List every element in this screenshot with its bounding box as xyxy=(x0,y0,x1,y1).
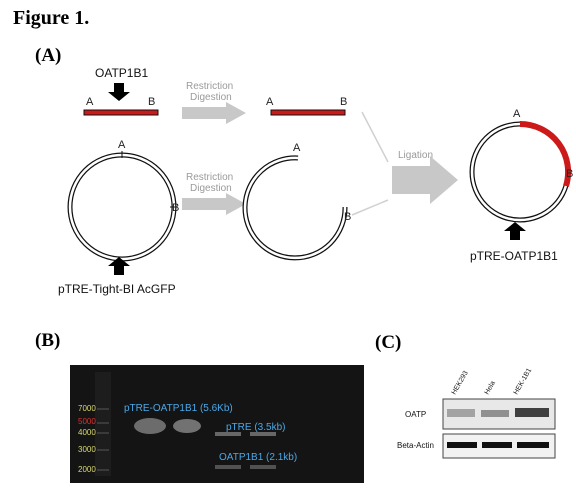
open-vector-site-b: B xyxy=(344,211,351,223)
panel-c-label: (C) xyxy=(375,332,402,353)
site-a-label-digested: A xyxy=(266,96,274,108)
digestion-label-2: Digestion xyxy=(190,183,232,194)
band-label-ptre: pTRE (3.5kb) xyxy=(226,422,285,433)
down-arrow-icon xyxy=(108,83,130,101)
vector-plasmid-inner xyxy=(68,153,176,261)
vector-label: pTRE-Tight-BI AcGFP xyxy=(58,282,176,296)
product-label: pTRE-OATP1B1 xyxy=(470,249,558,263)
grey-arrow-icon xyxy=(182,193,246,215)
product-site-a: A xyxy=(513,108,521,120)
panel-a-diagram: OATP1B1 A B Restriction Digestion A B A … xyxy=(58,66,573,296)
up-arrow-icon xyxy=(108,257,130,275)
row-label-oatp: OATP xyxy=(405,410,426,419)
ladder-band xyxy=(97,422,109,424)
beta-actin-band xyxy=(447,442,477,448)
oatp-band xyxy=(447,409,475,417)
marker-3000: 3000 xyxy=(78,445,96,454)
open-vector-site-a: A xyxy=(293,142,301,154)
lane-label-hek-1b1: HEK-1B1 xyxy=(513,367,534,396)
ladder-band xyxy=(97,469,109,471)
marker-7000: 7000 xyxy=(78,404,96,413)
grey-arrow-icon xyxy=(182,102,246,124)
panel-c-western: HEK293 Hela HEK-1B1 OATP Beta-Actin xyxy=(397,367,556,459)
gel-background xyxy=(70,365,364,483)
open-vector-inner xyxy=(243,156,347,260)
beta-actin-band xyxy=(482,442,512,448)
site-b-label: B xyxy=(148,96,155,108)
ladder-band xyxy=(97,408,109,410)
converge-line-top xyxy=(361,111,389,163)
product-insert-arc xyxy=(519,120,572,187)
oatp-label: OATP1B1 xyxy=(95,66,148,80)
digested-insert-bar xyxy=(270,109,346,116)
digestion-label-1: Digestion xyxy=(190,92,232,103)
ligation-label: Ligation xyxy=(398,150,433,161)
gel-band-ptre xyxy=(215,432,241,436)
up-arrow-icon xyxy=(504,222,526,240)
restriction-label-2: Restriction xyxy=(186,172,233,183)
gel-band-ptre xyxy=(250,432,276,436)
site-a-label: A xyxy=(86,96,94,108)
ladder-band xyxy=(97,432,109,434)
insert-bar xyxy=(83,109,159,116)
gel-band-oatp1b1 xyxy=(215,465,241,469)
product-site-b: B xyxy=(566,168,573,180)
vector-site-b: B xyxy=(172,202,179,214)
panel-b-gel: 7000 5000 4000 3000 2000 pTRE-OATP1B1 (5… xyxy=(70,365,364,483)
site-b-label-digested: B xyxy=(340,96,347,108)
gel-band-oatp1b1 xyxy=(250,465,276,469)
figure-title: Figure 1. xyxy=(13,7,90,29)
ligation-arrow-icon xyxy=(392,156,458,204)
oatp-band xyxy=(515,408,549,417)
converge-line-bottom xyxy=(351,199,389,216)
gel-band-ptre-oatp1b1 xyxy=(173,419,201,433)
ladder-band xyxy=(97,449,109,451)
panel-b-label: (B) xyxy=(35,330,61,351)
marker-5000: 5000 xyxy=(78,417,96,426)
beta-actin-band xyxy=(517,442,549,448)
marker-2000: 2000 xyxy=(78,465,96,474)
lane-label-hek293: HEK293 xyxy=(451,370,470,396)
band-label-oatp1b1: OATP1B1 (2.1kb) xyxy=(219,452,297,463)
vector-site-a: A xyxy=(118,139,126,151)
panel-a-label: (A) xyxy=(35,45,62,66)
gel-band-ptre-oatp1b1 xyxy=(134,418,166,434)
row-label-beta-actin: Beta-Actin xyxy=(397,441,434,450)
oatp-band xyxy=(481,410,509,417)
restriction-label-1: Restriction xyxy=(186,81,233,92)
marker-4000: 4000 xyxy=(78,428,96,437)
band-label-ptre-oatp1b1: pTRE-OATP1B1 (5.6Kb) xyxy=(124,403,233,414)
lane-label-hela: Hela xyxy=(484,380,497,396)
